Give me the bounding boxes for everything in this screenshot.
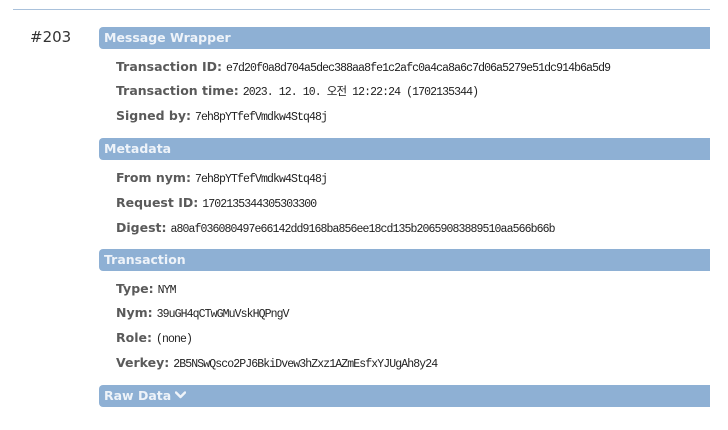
field-type: Type: NYM	[116, 280, 177, 300]
field-digest: Digest: a80af036080497e66142dd9168ba856e…	[116, 219, 555, 239]
section-header-metadata: Metadata	[99, 138, 710, 160]
field-from-nym: From nym: 7eh8pYTfefVmdkw4Stq48j	[116, 169, 328, 189]
field-label: Transaction ID:	[116, 59, 223, 74]
field-signed-by: Signed by: 7eh8pYTfefVmdkw4Stq48j	[116, 107, 328, 127]
field-transaction-time: Transaction time: 2023. 12. 10. 오전 12:22…	[116, 82, 479, 102]
field-nym: Nym: 39uGH4qCTwGMuVskHQPngV	[116, 304, 290, 324]
field-value: 7eh8pYTfefVmdkw4Stq48j	[194, 173, 328, 186]
divider	[13, 9, 710, 10]
field-value: 2B5NSwQsco2PJ6BkiDvew3hZxz1AZmEsfxYJUgAh…	[173, 358, 438, 371]
field-request-id: Request ID: 1702135344305303300	[116, 194, 317, 214]
field-value: NYM	[157, 284, 177, 297]
field-label: Digest:	[116, 220, 167, 235]
field-label: Signed by:	[116, 108, 192, 123]
section-header-message-wrapper: Message Wrapper	[99, 27, 710, 49]
raw-data-toggle[interactable]: Raw Data	[99, 385, 710, 407]
field-value: 1702135344305303300	[202, 198, 317, 211]
field-label: Type:	[116, 281, 154, 296]
field-label: Verkey:	[116, 355, 170, 370]
field-value: 7eh8pYTfefVmdkw4Stq48j	[195, 111, 328, 124]
chevron-down-icon	[174, 384, 187, 406]
field-transaction-id: Transaction ID: e7d20f0a8d704a5dec388aa8…	[116, 58, 611, 78]
field-role: Role: (none)	[116, 329, 193, 349]
transaction-number: #203	[30, 28, 72, 46]
field-value: e7d20f0a8d704a5dec388aa8fe1c2afc0a4ca8a6…	[226, 62, 611, 75]
raw-data-label: Raw Data	[104, 388, 172, 403]
field-label: Nym:	[116, 305, 153, 320]
section-header-transaction: Transaction	[99, 249, 710, 271]
field-verkey: Verkey: 2B5NSwQsco2PJ6BkiDvew3hZxz1AZmEs…	[116, 354, 438, 374]
field-label: Request ID:	[116, 195, 199, 210]
field-label: From nym:	[116, 170, 191, 185]
field-value: 2023. 12. 10. 오전 12:22:24 (1702135344)	[242, 86, 479, 99]
field-value: 39uGH4qCTwGMuVskHQPngV	[156, 308, 290, 321]
field-value: a80af036080497e66142dd9168ba856ee18cd135…	[170, 223, 556, 236]
field-value: (none)	[155, 333, 193, 346]
field-label: Role:	[116, 330, 152, 345]
field-label: Transaction time:	[116, 83, 239, 98]
